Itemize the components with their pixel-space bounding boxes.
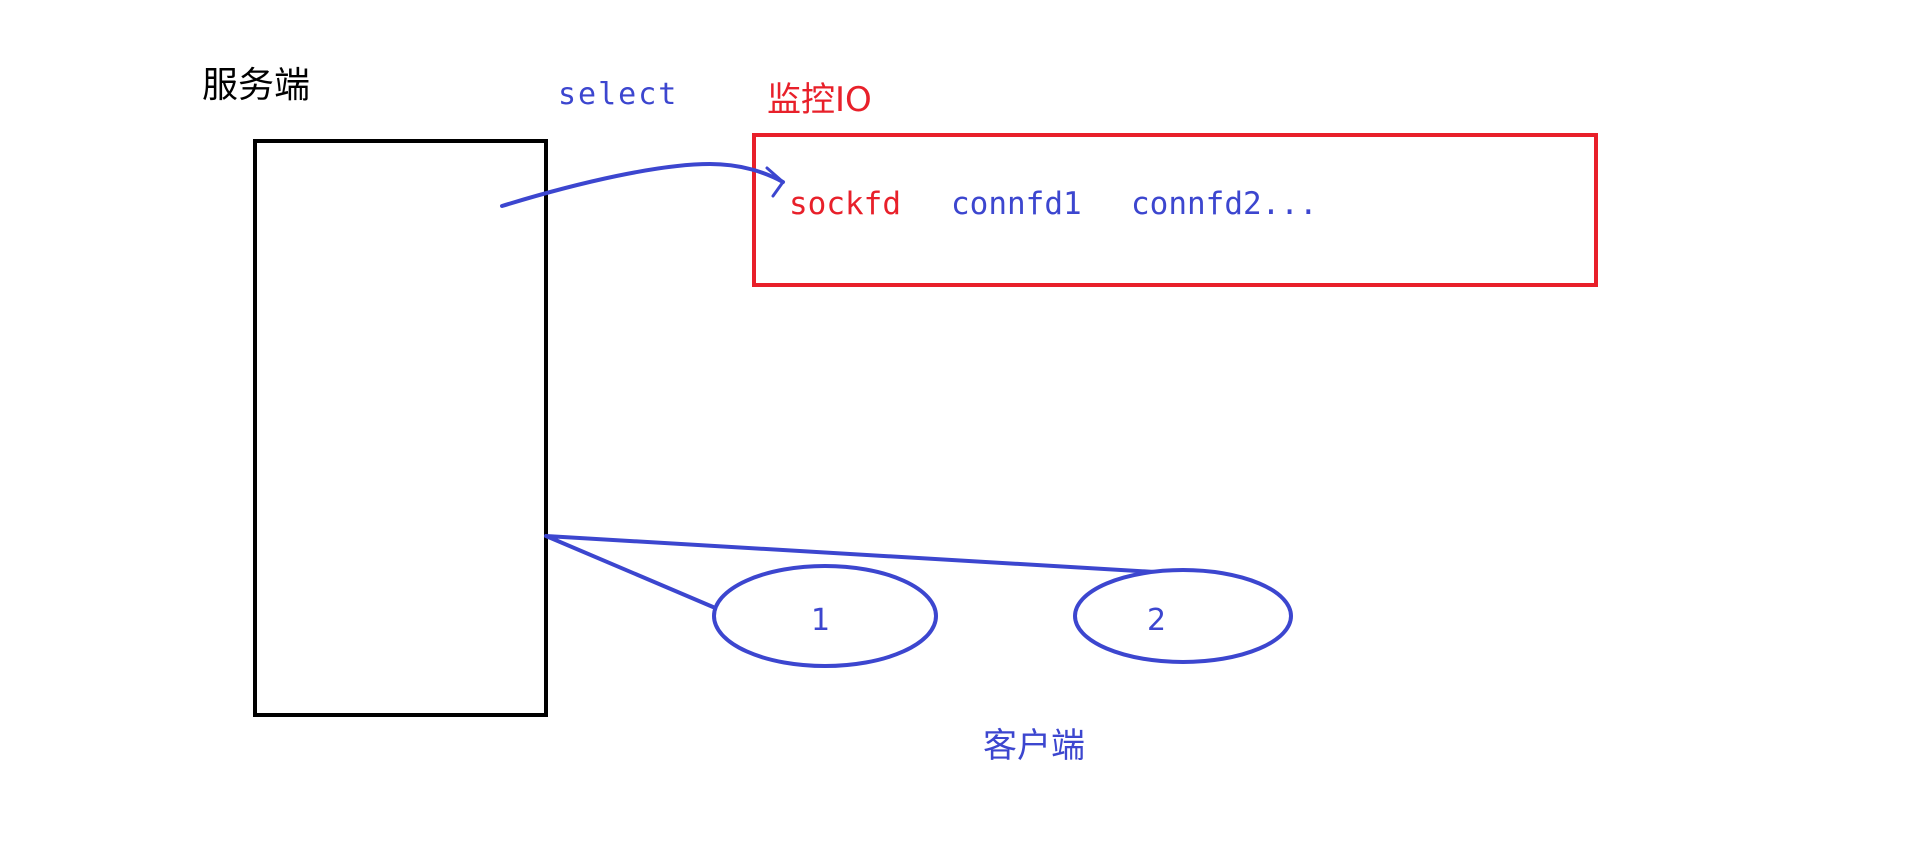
server-box xyxy=(253,139,548,717)
connfd1-label: connfd1 xyxy=(951,186,1082,222)
connfd2-label: connfd2... xyxy=(1131,186,1318,222)
sockfd-label: sockfd xyxy=(789,186,901,222)
client-2-node xyxy=(1073,568,1293,664)
client-1-node xyxy=(712,564,938,668)
client-2-label: 2 xyxy=(1147,603,1166,638)
select-label: select xyxy=(558,77,678,112)
server-label: 服务端 xyxy=(202,65,310,106)
select-arrowhead xyxy=(765,166,785,198)
monitor-box xyxy=(752,133,1598,287)
client-connection-lines xyxy=(544,534,1157,609)
monitor-io-label: 监控IO xyxy=(767,80,872,120)
select-arrow xyxy=(500,161,785,208)
client-label: 客户端 xyxy=(983,726,1085,766)
client-1-label: 1 xyxy=(811,603,830,638)
